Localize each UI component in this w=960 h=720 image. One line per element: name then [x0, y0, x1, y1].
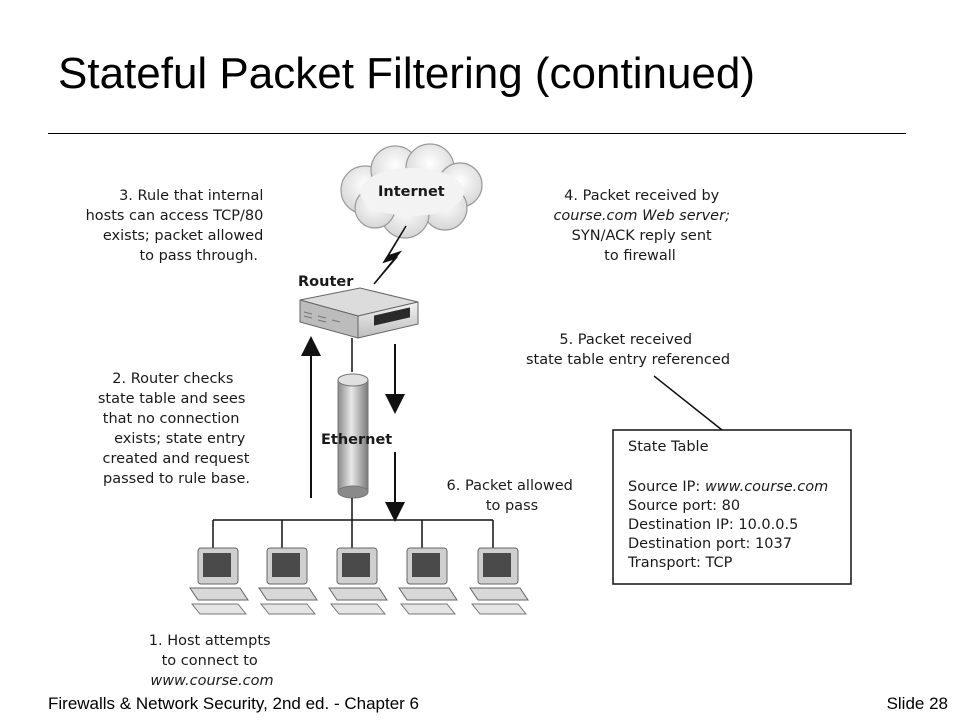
slide-title: Stateful Packet Filtering (continued): [58, 49, 756, 98]
step-3-note: 3. Rule that internal hosts can access T…: [86, 188, 268, 264]
step-6-note: 6. Packet allowed to pass: [447, 478, 578, 514]
state-table-box: [612, 429, 852, 585]
lightning-icon: [373, 225, 407, 285]
router-icon: [299, 287, 419, 339]
step-5-note: 5. Packet received state table entry ref…: [526, 332, 730, 368]
host-computer-icon: [469, 547, 529, 615]
state-table-row: Destination IP: 10.0.0.5: [628, 517, 798, 533]
state-table-row: Source IP: www.course.com: [628, 479, 828, 495]
ethernet-label: Ethernet: [321, 432, 392, 448]
footer-slide-number: Slide 28: [886, 694, 948, 713]
host-computer-icon: [189, 547, 249, 615]
router-label: Router: [298, 274, 354, 290]
step-2-note: 2. Router checks state table and sees th…: [98, 371, 254, 487]
internet-cloud-icon: [340, 143, 483, 239]
internet-label: Internet: [378, 184, 445, 200]
ethernet-cylinder-icon: [337, 373, 369, 499]
state-table-row: Source port: 80: [628, 498, 740, 514]
host-drops: [212, 520, 494, 552]
state-table-callout-line: [653, 375, 723, 431]
host-computer-icon: [258, 547, 318, 615]
step-4-note: 4. Packet received by course.com Web ser…: [553, 188, 734, 264]
state-table-title: State Table: [628, 439, 709, 455]
footer-course-title: Firewalls & Network Security, 2nd ed. - …: [48, 694, 419, 713]
state-table-row: Transport: TCP: [627, 555, 733, 571]
step-1-note: 1. Host attempts to connect to www.cours…: [149, 633, 275, 689]
title-divider: [48, 133, 906, 134]
host-computer-icon: [398, 547, 458, 615]
host-computer-icon: [328, 547, 388, 615]
state-table-row: Destination port: 1037: [628, 536, 792, 552]
